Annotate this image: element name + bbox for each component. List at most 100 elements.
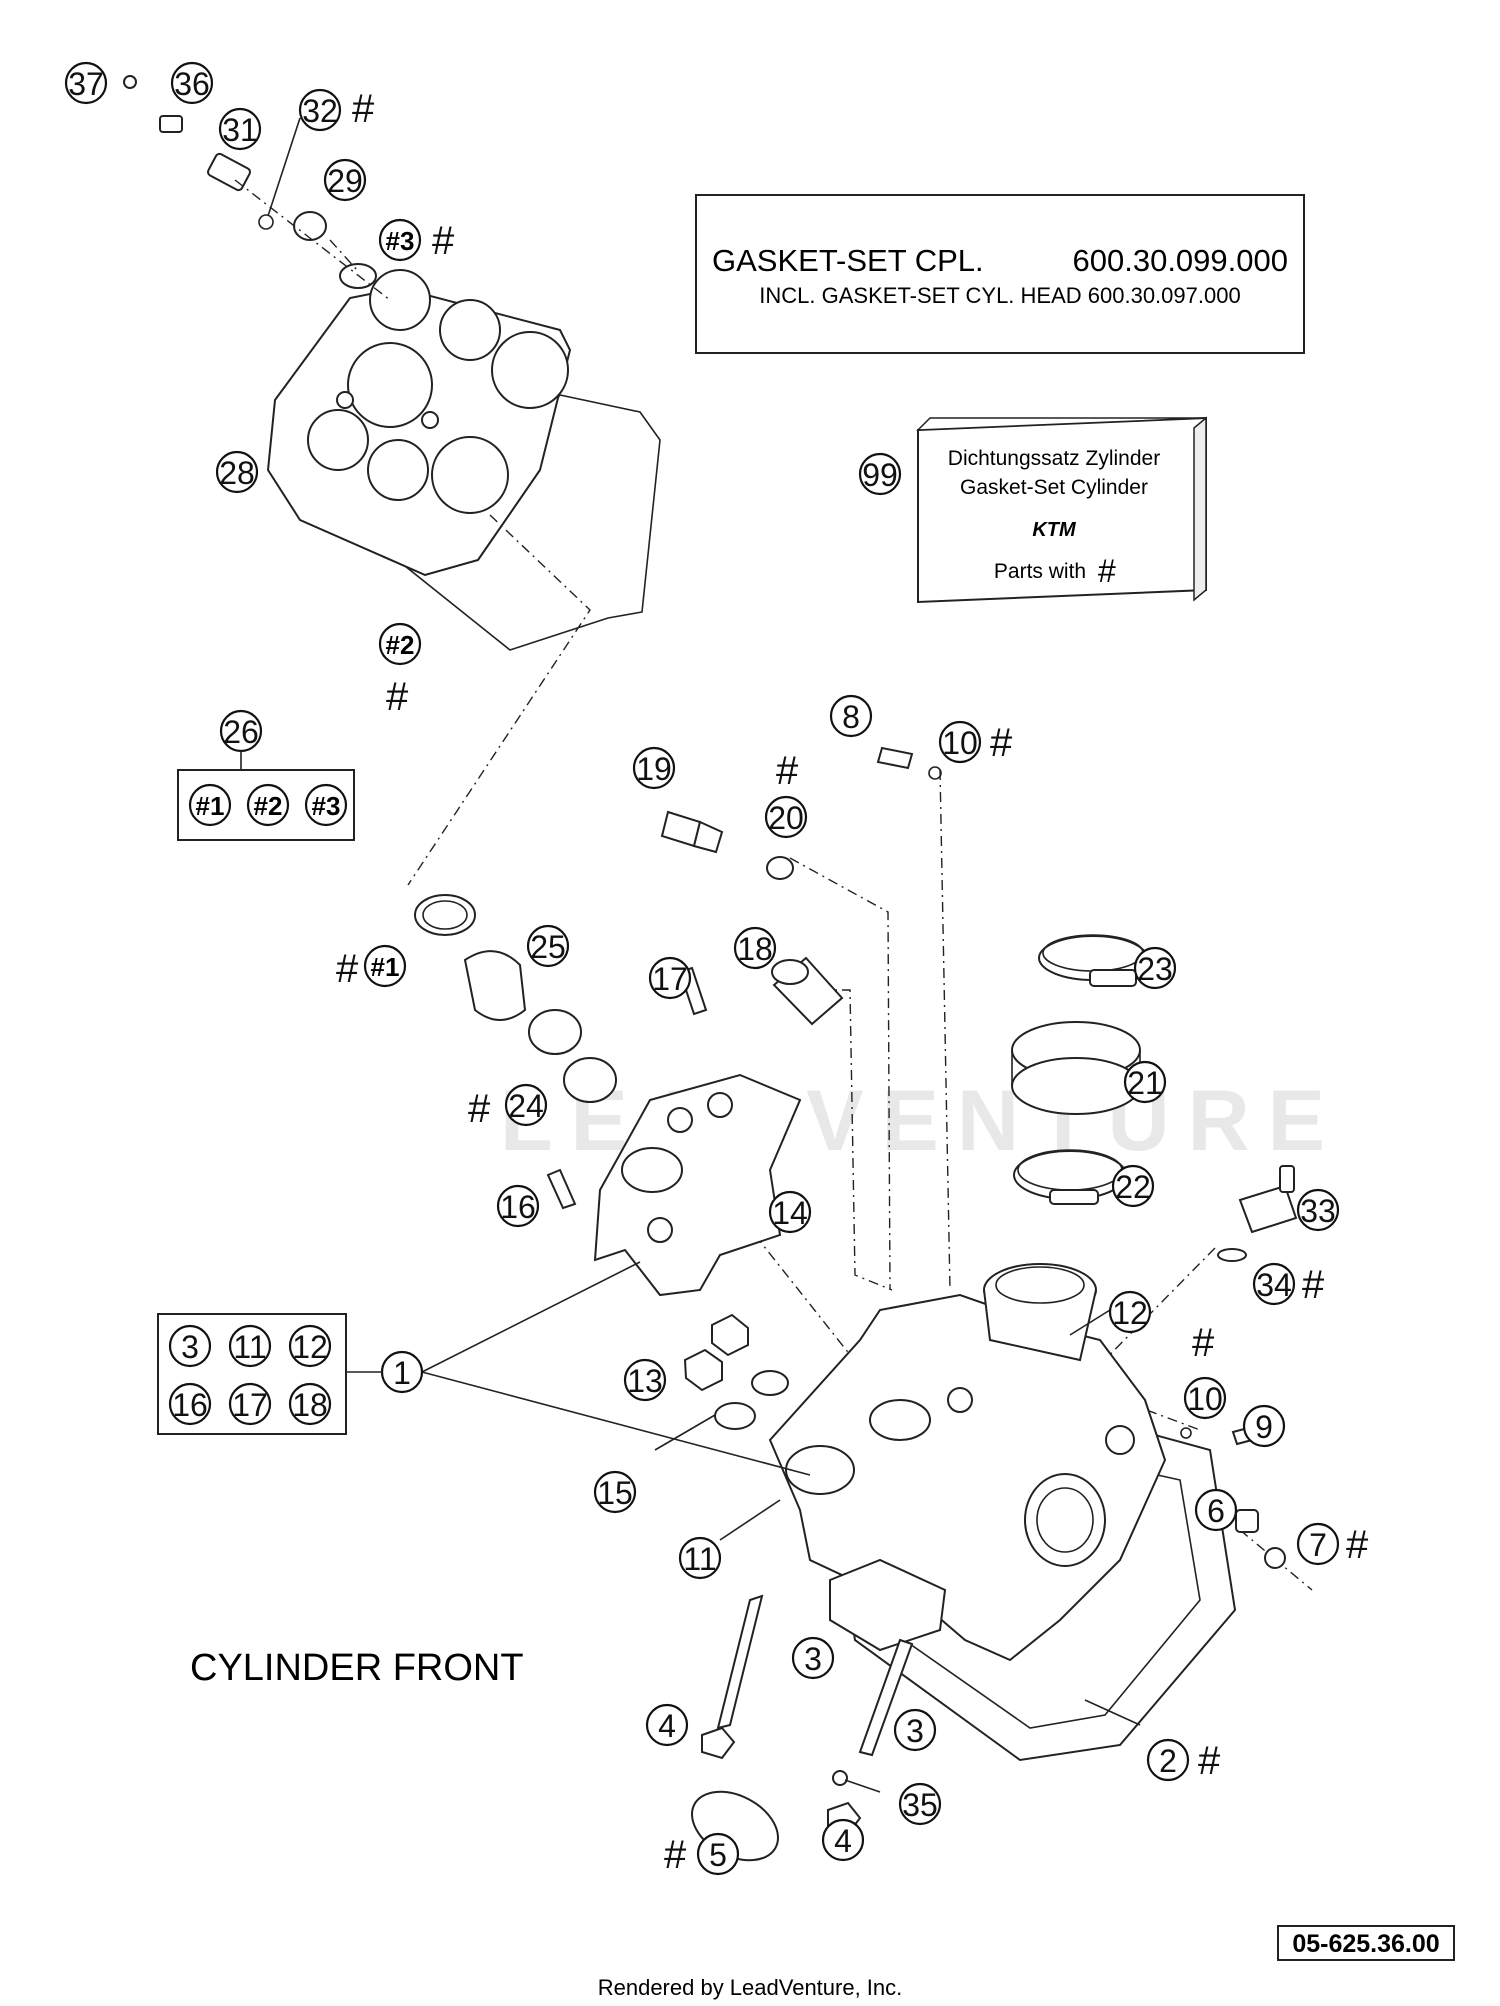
callout-34: 34 # (1252, 1262, 1325, 1307)
svg-text:19: 19 (636, 751, 672, 787)
svg-text:#: # (1302, 1263, 1325, 1307)
callout-1: 1 (380, 1350, 424, 1394)
callout-37: 37 (64, 61, 108, 105)
svg-text:18: 18 (737, 931, 773, 967)
svg-text:3: 3 (804, 1641, 822, 1677)
set-ref-2-cover: #2# (378, 622, 422, 719)
svg-text:10: 10 (942, 725, 978, 761)
svg-text:7: 7 (1309, 1527, 1327, 1563)
callout-15: 15 (593, 1470, 637, 1514)
callout-9: 9 (1242, 1404, 1286, 1448)
assembly-line-sensor (939, 769, 951, 1291)
callout-24: #24 (468, 1083, 548, 1131)
callout-11: 11 (678, 1536, 722, 1580)
svg-text:14: 14 (772, 1195, 808, 1231)
callout-20: #20 (764, 749, 808, 839)
callout-16: 16 (496, 1184, 540, 1228)
svg-text:15: 15 (597, 1475, 633, 1511)
cylinder-front-label: CYLINDER FRONT (190, 1647, 524, 1689)
callout-32: 32 # (298, 87, 375, 132)
callout-23: 23 (1133, 946, 1177, 990)
assembly-line-union (789, 857, 891, 1291)
set-ref-3-top: #3 # (378, 218, 455, 263)
svg-text:17: 17 (652, 961, 688, 997)
callout-3-right: 3 (893, 1708, 937, 1752)
callouts: 37 36 31 32# 29 #3# 28 #2# 26 #1 #2 #3 8… (64, 61, 1369, 1877)
svg-text:#: # (1346, 1523, 1369, 1567)
svg-text:24: 24 (508, 1088, 544, 1124)
included-parts-box: 3 11 12 16 17 18 (157, 1313, 347, 1435)
svg-text:13: 13 (627, 1363, 663, 1399)
callout-18: 18 (733, 926, 777, 970)
group-item-2: 11 (233, 1329, 266, 1365)
diagram-number: 05-625.36.00 (1277, 1925, 1455, 1961)
callout-10-top: 10# (938, 720, 1013, 765)
svg-text:2: 2 (1159, 1743, 1177, 1779)
callout-4-left: 4 (645, 1703, 689, 1747)
svg-text:10: 10 (1187, 1381, 1223, 1417)
svg-text:05-625.36.00: 05-625.36.00 (1292, 1930, 1439, 1958)
svg-text:11: 11 (683, 1541, 716, 1577)
callout-26: 26 (219, 709, 263, 753)
group-item-4: 16 (172, 1387, 208, 1423)
assembly-line-cover (407, 514, 591, 886)
svg-text:#: # (664, 1833, 687, 1877)
callout-14: 14 (768, 1190, 812, 1234)
intake-parts (546, 746, 1298, 1569)
callout-6: 6 (1194, 1488, 1238, 1532)
callout-22: 22 (1111, 1164, 1155, 1208)
svg-text:31: 31 (222, 112, 258, 148)
svg-text:3: 3 (906, 1713, 924, 1749)
callout-8: 8 (829, 694, 873, 738)
callout-5: #5 (664, 1832, 740, 1877)
set-ref-2: #2 (246, 783, 290, 827)
svg-text:#3: #3 (386, 226, 415, 256)
svg-text:6: 6 (1207, 1493, 1225, 1529)
svg-text:#: # (468, 1087, 491, 1131)
svg-text:#: # (776, 749, 799, 793)
svg-text:#: # (1198, 1739, 1221, 1783)
svg-text:4: 4 (834, 1823, 852, 1859)
callout-99: 99 (862, 457, 898, 493)
svg-text:32: 32 (302, 93, 338, 129)
gasket-set-note: INCL. GASKET-SET CYL. HEAD 600.30.097.00… (759, 283, 1240, 308)
svg-text:#: # (386, 675, 409, 719)
callout-36: 36 (170, 61, 214, 105)
svg-text:#: # (432, 219, 455, 263)
svg-text:1: 1 (393, 1355, 411, 1391)
callout-3-left: 3 (791, 1636, 835, 1680)
footer-credit: Rendered by LeadVenture, Inc. (598, 1975, 903, 2000)
svg-text:5: 5 (709, 1837, 727, 1873)
svg-text:37: 37 (68, 66, 104, 102)
svg-text:#1: #1 (371, 952, 400, 982)
callout-10-right: #10 (1183, 1321, 1227, 1420)
svg-text:#: # (352, 87, 375, 131)
callout-28: 28 (215, 450, 259, 494)
callout-21: 21 (1123, 1060, 1167, 1104)
svg-text:23: 23 (1137, 951, 1173, 987)
svg-text:25: 25 (530, 929, 566, 965)
svg-text:#: # (336, 947, 359, 991)
svg-text:16: 16 (500, 1189, 536, 1225)
gasket-set-box: GASKET-SET CPL. 600.30.099.000 INCL. GAS… (695, 194, 1305, 354)
leader-lines (421, 1261, 1141, 1793)
callout-13: 13 (623, 1358, 667, 1402)
svg-text:28: 28 (219, 455, 255, 491)
svg-text:#: # (1192, 1321, 1215, 1365)
svg-text:8: 8 (842, 699, 860, 735)
set-ref-1: #1 (188, 783, 232, 827)
kit-line-3: Parts with (994, 560, 1086, 583)
cylinder-head (683, 1263, 1237, 1862)
svg-text:12: 12 (1112, 1295, 1148, 1331)
svg-text:36: 36 (174, 66, 210, 102)
callout-2: 2# (1146, 1738, 1221, 1783)
svg-text:34: 34 (1256, 1267, 1292, 1303)
set-ref-3: #3 (304, 783, 348, 827)
svg-text:#2: #2 (254, 791, 283, 821)
top-small-parts (123, 75, 391, 301)
group-item-5: 17 (232, 1387, 268, 1423)
svg-text:9: 9 (1255, 1409, 1273, 1445)
kit-line-2: Gasket-Set Cylinder (960, 476, 1148, 499)
ktm-logo: KTM (1032, 519, 1077, 541)
